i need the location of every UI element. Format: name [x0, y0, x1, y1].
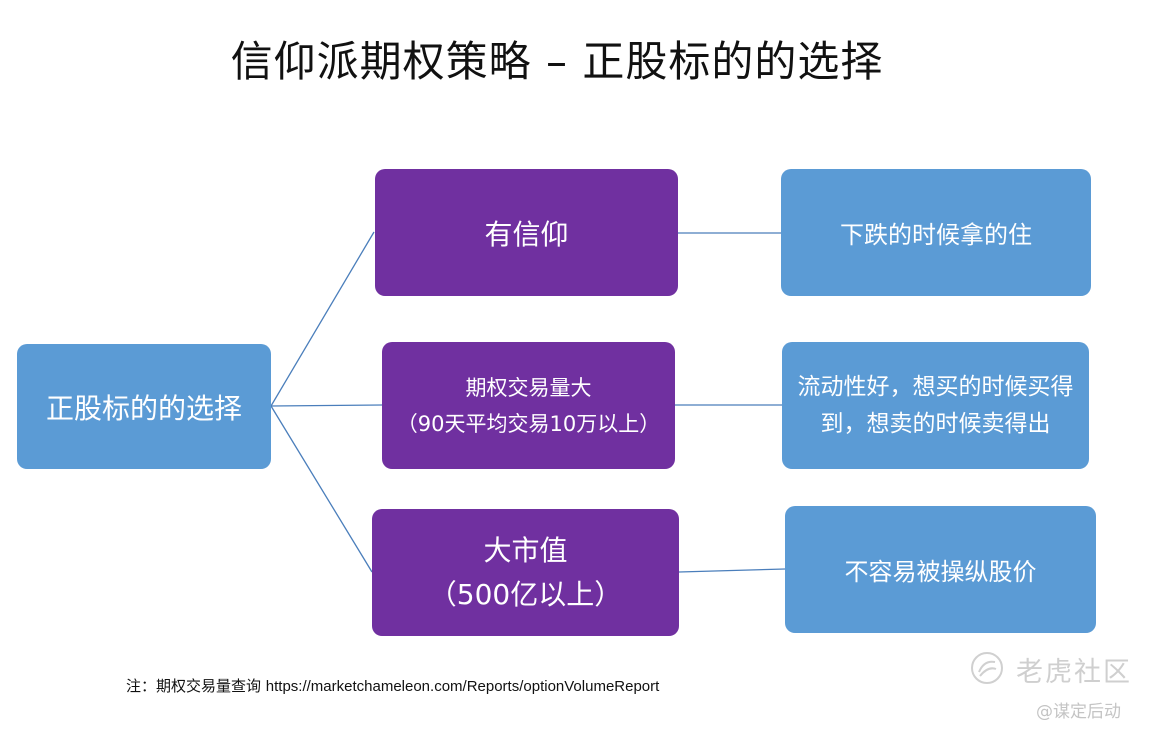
outcome-label-line2: 到，想卖的时候卖得出 [820, 410, 1051, 437]
criterion-label: 有信仰 [484, 217, 569, 251]
tiger-logo-icon [971, 652, 1003, 684]
outcome-label: 不容易被操纵股价 [844, 558, 1037, 586]
connector-root-to-marketcap [270, 405, 373, 573]
footnote: 注：期权交易量查询 https://marketchameleon.com/Re… [126, 675, 659, 696]
outcome-node-liquidity: 流动性好，想买的时候买得 到，想卖的时候卖得出 [782, 342, 1089, 469]
page-title: 信仰派期权策略 – 正股标的的选择 [230, 37, 884, 86]
footnote-link[interactable]: https://marketchameleon.com/Reports/opti… [265, 678, 660, 695]
connector-root-to-volume [270, 404, 383, 407]
criterion-label: 期权交易量大 [465, 375, 592, 400]
criterion-label: 大市值 [483, 533, 568, 567]
root-node: 正股标的的选择 [17, 344, 271, 469]
criterion-sublabel: （500亿以上） [428, 577, 623, 611]
criterion-node-volume: 期权交易量大 （90天平均交易10万以上） [382, 342, 675, 469]
criterion-node-marketcap: 大市值 （500亿以上） [372, 509, 679, 636]
outcome-node-manipulation: 不容易被操纵股价 [785, 506, 1096, 633]
criterion-sublabel: （90天平均交易10万以上） [396, 411, 661, 436]
footnote-prefix: 注：期权交易量查询 [126, 677, 266, 695]
connector-root-to-faith [270, 231, 375, 407]
watermark-name: 老虎社区 [1016, 657, 1132, 688]
outcome-node-hold: 下跌的时候拿的住 [781, 169, 1091, 296]
root-node-label: 正股标的的选择 [45, 391, 242, 425]
outcome-label: 下跌的时候拿的住 [840, 221, 1032, 249]
criterion-node-faith: 有信仰 [375, 169, 678, 296]
watermark-user: @谋定后动 [1036, 702, 1121, 722]
outcome-label: 流动性好，想买的时候买得 [797, 373, 1074, 400]
connector-marketcap-to-outcome [678, 568, 786, 573]
